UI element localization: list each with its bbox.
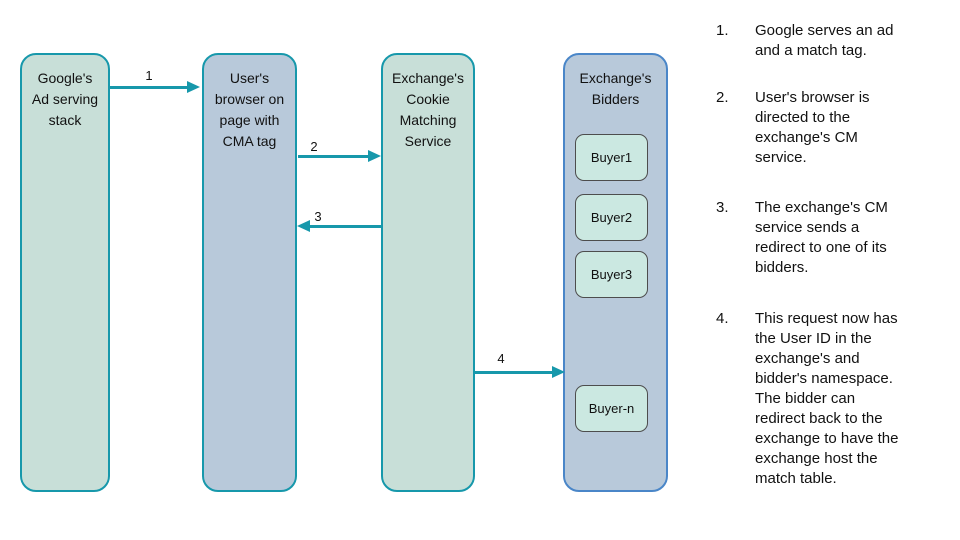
arrow-4-head-icon [552,366,565,378]
node-label: Exchange's Bidders [579,70,652,107]
arrow-3-label: 3 [314,209,322,224]
step-item-4: 4. This request now has the User ID in t… [716,309,948,489]
step-text: This request now has the User ID in the … [755,310,899,487]
node-user-browser: User's browser on page with CMA tag [202,53,297,492]
arrow-3-line [310,225,381,228]
arrow-1-head-icon [187,81,200,93]
step-item-3: 3. The exchange's CM service sends a red… [716,198,948,278]
buyer-chip-2: Buyer2 [575,194,648,241]
step-number: 3. [716,199,729,216]
node-exchange-bidders: Exchange's Bidders Buyer1 Buyer2 Buyer3 … [563,53,668,492]
arrow-2-head-icon [368,150,381,162]
buyer-chip-3: Buyer3 [575,251,648,298]
buyer-chip-1: Buyer1 [575,134,648,181]
arrow-2-label: 2 [310,139,318,154]
step-number: 2. [716,89,729,106]
step-text: The exchange's CM service sends a redire… [755,199,888,276]
arrow-3-head-icon [297,220,310,232]
arrow-1-label: 1 [145,68,153,83]
arrow-2-line [298,155,369,158]
arrow-4-line [475,371,553,374]
node-cookie-matching-service: Exchange's Cookie Matching Service [381,53,475,492]
arrow-4-label: 4 [497,351,505,366]
step-text: Google serves an ad and a match tag. [755,22,894,59]
node-label: User's browser on page with CMA tag [214,70,285,149]
step-number: 4. [716,310,729,327]
step-item-1: 1. Google serves an ad and a match tag. [716,21,948,61]
step-text: User's browser is directed to the exchan… [755,89,870,166]
step-item-2: 2. User's browser is directed to the exc… [716,88,948,168]
node-google-ad-serving-stack: Google's Ad serving stack [20,53,110,492]
node-label: Exchange's Cookie Matching Service [392,70,464,149]
node-label: Google's Ad serving stack [31,70,99,128]
arrow-1-line [110,86,188,89]
step-number: 1. [716,22,729,39]
buyer-chip-n: Buyer-n [575,385,648,432]
